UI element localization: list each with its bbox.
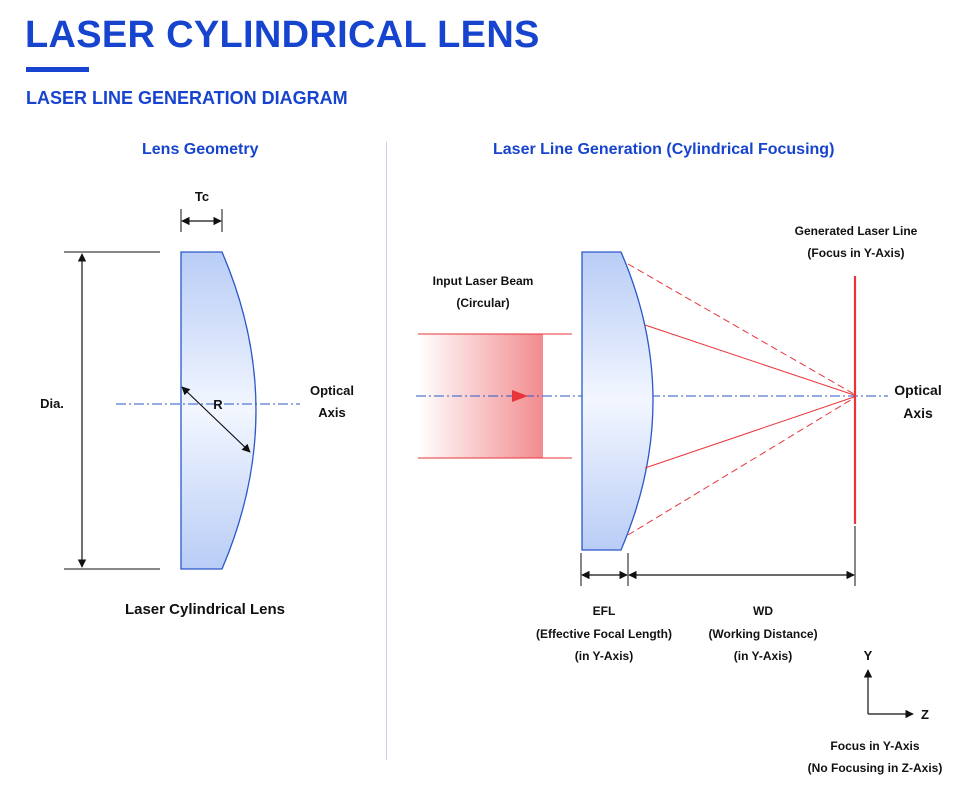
title-accent-bar — [26, 67, 89, 72]
laser-line-label-1: Generated Laser Line — [795, 224, 918, 238]
focus-note-1: Focus in Y-Axis — [830, 739, 919, 753]
yz-axes-indicator — [863, 669, 914, 719]
right-optical-axis-label-2: Axis — [903, 405, 933, 421]
input-beam-label-2: (Circular) — [456, 296, 509, 310]
wd-label-1: WD — [753, 604, 773, 618]
laser-line-label-2: (Focus in Y-Axis) — [807, 246, 904, 260]
y-axis-label: Y — [864, 648, 873, 663]
left-optical-axis-label-2: Axis — [318, 405, 345, 420]
r-label: R — [213, 397, 223, 412]
page-title: LASER CYLINDRICAL LENS — [25, 14, 540, 56]
right-optical-axis-label-1: Optical — [894, 382, 941, 398]
lens-geometry-title: Lens Geometry — [142, 141, 259, 158]
efl-label-3: (in Y-Axis) — [575, 649, 633, 663]
focus-note-2: (No Focusing in Z-Axis) — [808, 761, 943, 775]
input-beam-label-1: Input Laser Beam — [433, 274, 534, 288]
tc-label: Tc — [195, 189, 209, 204]
panel-divider — [386, 142, 387, 760]
efl-label-2: (Effective Focal Length) — [536, 627, 672, 641]
diameter-dimension — [64, 251, 160, 570]
beam-direction-arrow — [512, 390, 528, 402]
laser-line-generation-title: Laser Line Generation (Cylindrical Focus… — [493, 141, 835, 158]
lens-geometry-figure: Tc Dia. R Optical Axis Laser Cylindrical… — [40, 189, 354, 618]
focusing-lens-shape — [581, 251, 654, 551]
tc-dimension — [180, 209, 223, 232]
efl-wd-dimensions — [580, 526, 856, 586]
converging-rays — [627, 263, 855, 536]
dia-label: Dia. — [40, 396, 64, 411]
wd-label-3: (in Y-Axis) — [734, 649, 792, 663]
laser-line-figure: Input Laser Beam (Circular) Generated La… — [416, 224, 942, 775]
z-axis-label: Z — [921, 707, 929, 722]
radius-arrow — [181, 386, 251, 453]
left-optical-axis-label-1: Optical — [310, 383, 354, 398]
efl-label-1: EFL — [593, 604, 616, 618]
wd-label-2: (Working Distance) — [708, 627, 817, 641]
lens-caption: Laser Cylindrical Lens — [125, 601, 285, 618]
page-subtitle: LASER LINE GENERATION DIAGRAM — [26, 88, 348, 108]
